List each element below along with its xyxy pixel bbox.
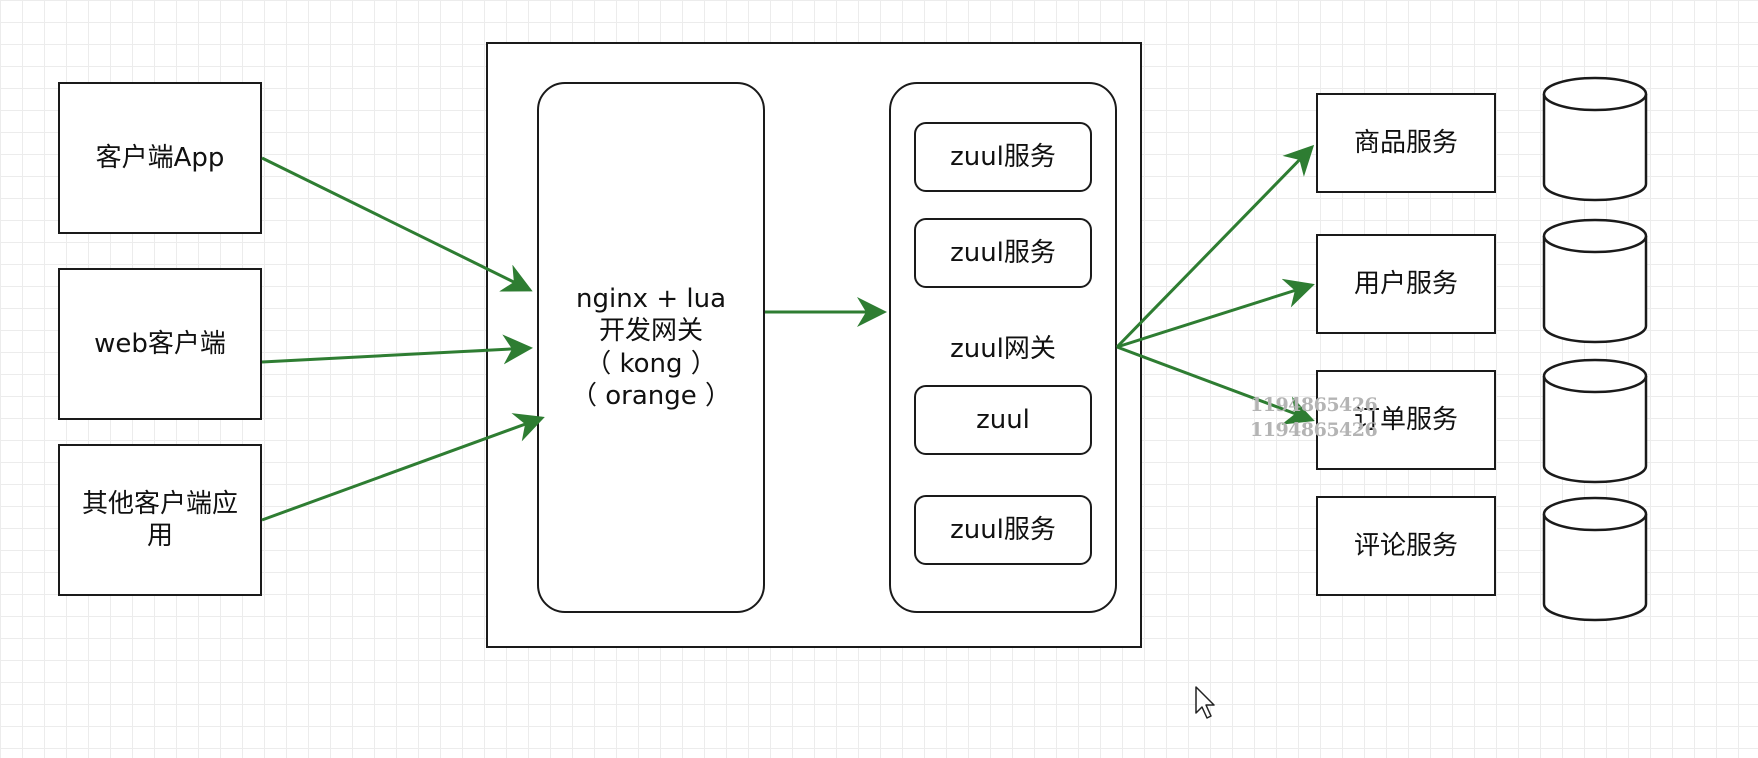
cursor-icon	[1195, 686, 1215, 719]
client-app-box[interactable]: 客户端App	[58, 82, 262, 234]
client-web-label: web客户端	[94, 328, 226, 359]
zuul-service-label: zuul服务	[950, 141, 1056, 172]
arrow-app-to-nginx	[261, 156, 533, 292]
database-icon	[1542, 218, 1648, 344]
arrow-zuul-to-goods	[1115, 144, 1315, 349]
zuul-service-label: zuul服务	[950, 514, 1056, 545]
client-other-box[interactable]: 其他客户端应用	[58, 444, 262, 596]
nginx-gateway-line: nginx + lua	[575, 283, 727, 314]
client-web-box[interactable]: web客户端	[58, 268, 262, 420]
arrow-zuul-to-user	[1116, 278, 1315, 349]
zuul-service-label: zuul服务	[950, 237, 1056, 268]
client-app-label: 客户端App	[95, 142, 225, 173]
service-order-box[interactable]: 订单服务	[1316, 370, 1496, 470]
watermark-text: 1194865426	[1250, 394, 1378, 416]
service-order-label: 订单服务	[1353, 404, 1458, 435]
service-comment-label: 评论服务	[1353, 530, 1458, 561]
database-icon	[1542, 358, 1648, 484]
arrow-web-to-nginx	[261, 334, 533, 365]
watermark-text: 1194865426	[1250, 419, 1378, 441]
zuul-service-box[interactable]: zuul服务	[914, 495, 1092, 565]
service-goods-box[interactable]: 商品服务	[1316, 93, 1496, 193]
zuul-core-label: zuul	[976, 404, 1030, 435]
service-user-label: 用户服务	[1353, 268, 1458, 299]
database-icon	[1542, 496, 1648, 622]
service-user-box[interactable]: 用户服务	[1316, 234, 1496, 334]
nginx-gateway-line: 开发网关	[598, 316, 703, 346]
nginx-gateway-box[interactable]: nginx + lua 开发网关 （ kong ） （ orange ）	[537, 82, 765, 613]
database-icon	[1542, 76, 1648, 202]
nginx-gateway-line: （ orange ）	[570, 381, 732, 411]
zuul-service-box[interactable]: zuul服务	[914, 218, 1092, 288]
arrow-zuul-to-order	[1116, 345, 1315, 425]
zuul-gateway-title: zuul网关	[950, 334, 1056, 364]
nginx-gateway-line: （ kong ）	[585, 348, 717, 379]
arrow-other-to-nginx	[261, 413, 545, 522]
zuul-service-box[interactable]: zuul服务	[914, 122, 1092, 192]
client-other-label: 其他客户端应用	[81, 488, 238, 552]
service-comment-box[interactable]: 评论服务	[1316, 496, 1496, 596]
service-goods-label: 商品服务	[1353, 127, 1458, 158]
zuul-core-box[interactable]: zuul	[914, 385, 1092, 455]
